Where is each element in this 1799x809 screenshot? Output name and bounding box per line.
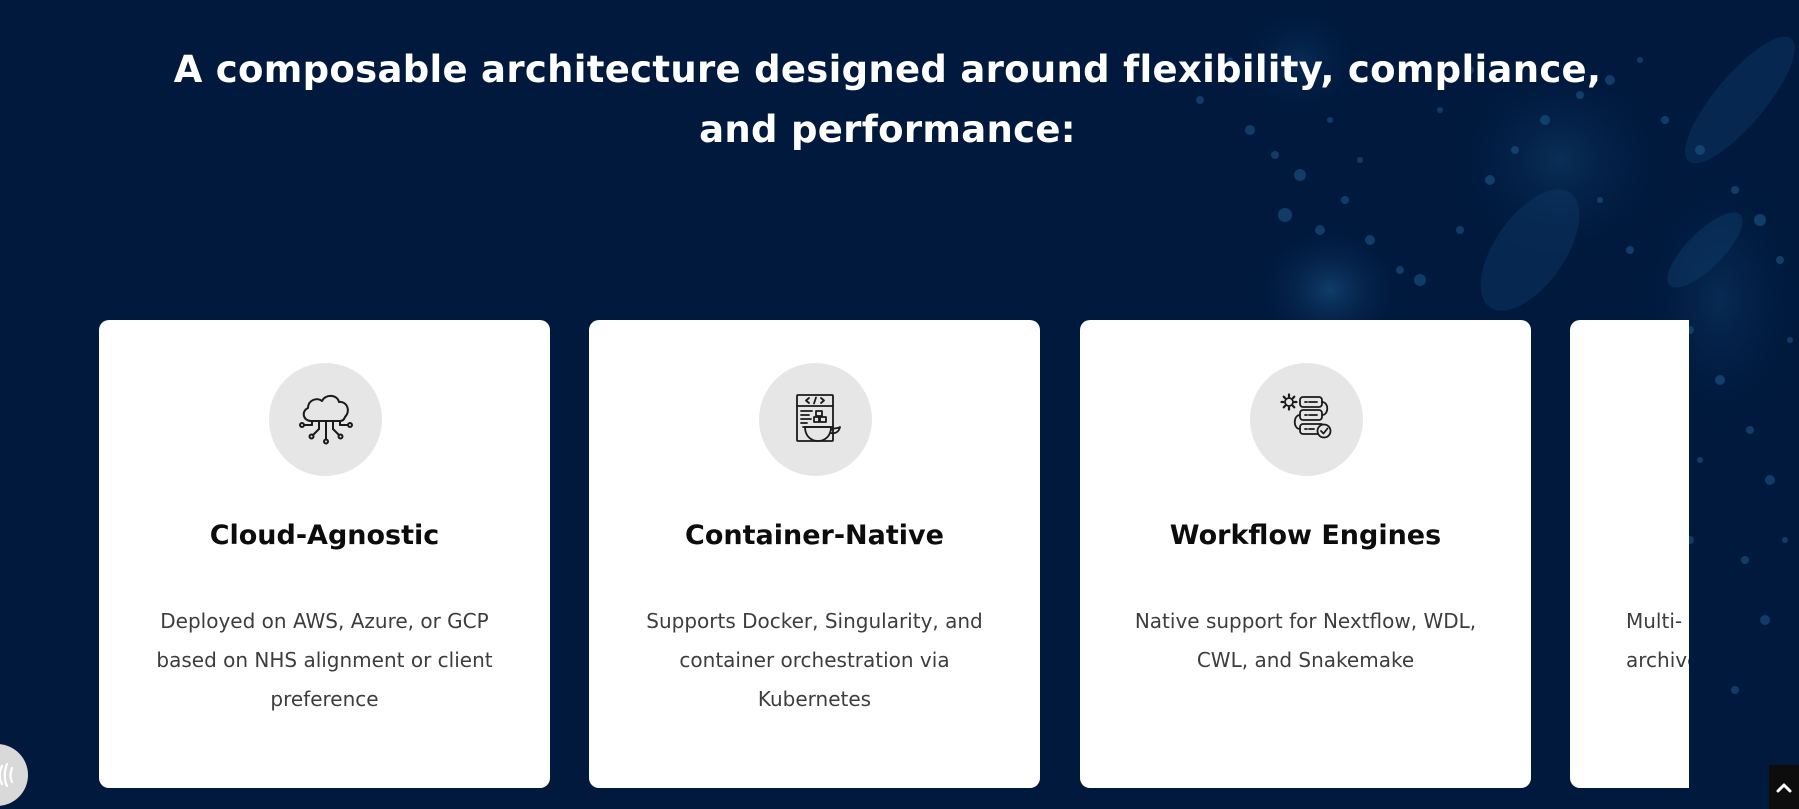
card-title: Cloud-Agnostic [209,520,440,551]
feature-card-container-native: Container-Native Supports Docker, Singul… [589,320,1040,788]
workflow-flowchart-icon [1250,363,1363,476]
card-description: Supports Docker, Singularity, and contai… [646,609,983,711]
chevron-up-icon [1776,783,1792,793]
card-description: Multi- archive [1626,602,1689,680]
feature-card-workflow-engines: Workflow Engines Native support for Next… [1080,320,1531,788]
chat-widget-button[interactable] [0,744,28,806]
card-description-line: archive [1626,648,1689,672]
scroll-to-top-button[interactable] [1769,765,1799,809]
card-description: Deployed on AWS, Azure, or GCP based on … [156,609,493,711]
container-code-icon [759,363,872,476]
card-description: Native support for Nextflow, WDL, CWL, a… [1134,609,1477,672]
card-title: Container-Native [685,520,944,551]
feature-card-partial: Multi- archive [1570,320,1689,788]
card-description-line: Multi- [1626,609,1683,633]
chat-widget-icon [0,762,14,788]
card-title: Workflow Engines [1169,520,1442,551]
feature-cards-carousel[interactable]: Cloud-Agnostic Deployed on AWS, Azure, o… [99,320,1689,788]
feature-card-cloud-agnostic: Cloud-Agnostic Deployed on AWS, Azure, o… [99,320,550,788]
section-headline: A composable architecture designed aroun… [173,48,1602,151]
cloud-network-icon [269,363,382,476]
